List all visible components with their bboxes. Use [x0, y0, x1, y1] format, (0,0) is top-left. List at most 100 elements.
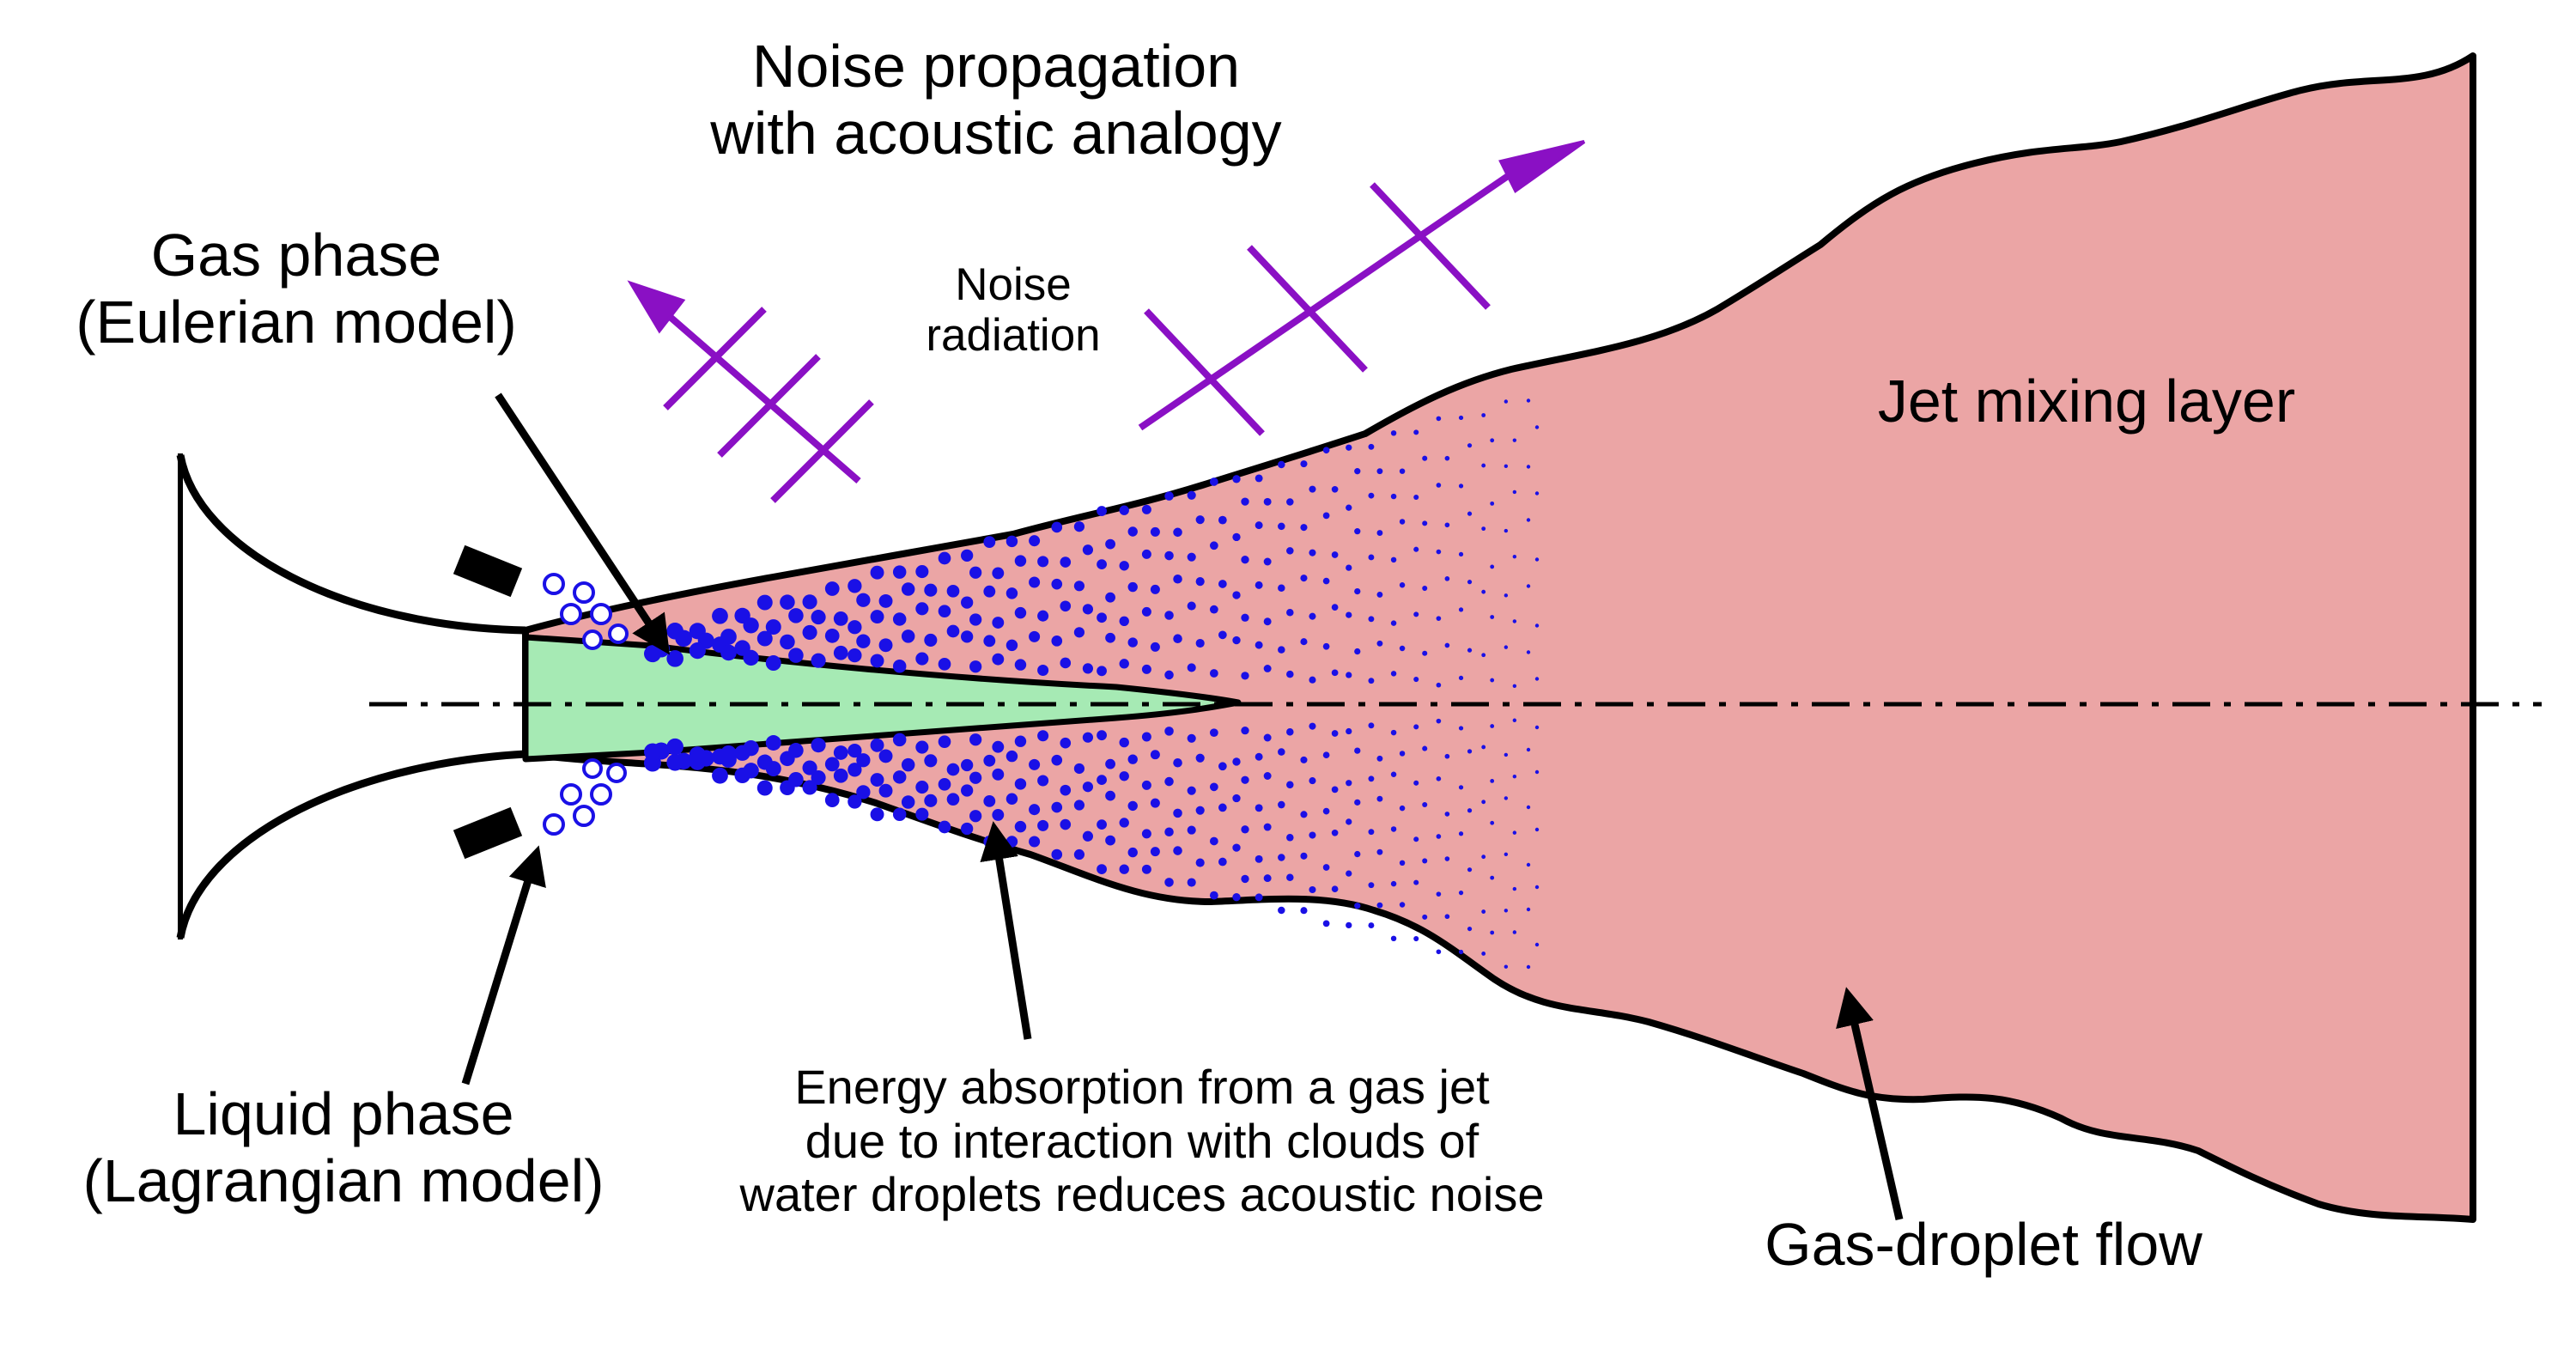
droplet — [1399, 751, 1406, 757]
droplet — [1037, 610, 1049, 622]
droplet — [1164, 827, 1174, 837]
droplet — [1278, 646, 1285, 654]
droplet — [1467, 580, 1473, 585]
droplet — [1490, 564, 1495, 569]
droplet — [1490, 875, 1495, 880]
droplet — [1127, 637, 1138, 648]
droplet — [1195, 806, 1205, 815]
droplet — [824, 793, 840, 807]
droplet — [666, 738, 683, 756]
droplet — [892, 612, 907, 626]
droplet — [1005, 750, 1018, 763]
droplet — [1278, 584, 1285, 593]
droplet — [1119, 864, 1129, 874]
droplet — [983, 585, 996, 598]
droplet — [1399, 519, 1406, 525]
droplet — [1413, 677, 1419, 683]
droplet — [1209, 541, 1218, 550]
droplet — [870, 773, 884, 788]
liquid-phase-label: Liquid phase (Lagrangian model) — [82, 1080, 605, 1215]
droplet — [1150, 847, 1160, 857]
droplet — [1322, 577, 1330, 585]
droplet — [1309, 676, 1316, 684]
droplet — [1286, 873, 1294, 882]
droplet — [992, 809, 1005, 821]
droplet — [924, 583, 938, 597]
droplet — [878, 593, 893, 608]
droplet — [1195, 515, 1205, 525]
droplet — [1209, 891, 1218, 900]
droplet — [1390, 729, 1397, 736]
droplet — [1481, 413, 1486, 417]
droplet — [1534, 425, 1540, 429]
droplet — [743, 739, 759, 757]
droplet — [1187, 786, 1196, 795]
droplet — [1467, 648, 1473, 653]
droplet — [1195, 858, 1205, 867]
droplet — [969, 660, 982, 673]
droplet — [1467, 926, 1473, 932]
droplet — [1187, 663, 1196, 672]
droplet — [848, 794, 862, 809]
droplet — [1436, 834, 1442, 839]
droplet — [1232, 794, 1241, 803]
droplet — [824, 581, 840, 596]
droplet — [1141, 732, 1151, 742]
droplet — [1444, 856, 1450, 861]
droplet — [573, 581, 595, 604]
droplet — [1331, 669, 1339, 677]
droplet — [961, 822, 974, 836]
droplet — [1150, 750, 1160, 760]
droplet — [1037, 775, 1049, 787]
droplet — [1105, 790, 1115, 801]
droplet — [1097, 819, 1107, 830]
droplet — [1322, 751, 1330, 759]
droplet — [1444, 753, 1450, 759]
droplet — [1458, 483, 1464, 489]
droplet — [1037, 556, 1049, 568]
droplet — [870, 738, 884, 752]
droplet — [1141, 780, 1151, 790]
droplet — [1322, 447, 1330, 454]
droplet — [1481, 800, 1486, 805]
droplet — [1490, 615, 1495, 619]
droplet — [802, 780, 817, 795]
droplet — [1467, 443, 1473, 448]
droplet — [848, 763, 862, 777]
droplet — [1481, 745, 1486, 750]
droplet — [788, 648, 804, 663]
droplet — [560, 603, 582, 625]
gas-droplet-flow-label: Gas-droplet flow — [1765, 1211, 2202, 1278]
droplet — [1458, 607, 1464, 612]
droplet — [1060, 784, 1072, 796]
droplet — [961, 758, 974, 772]
droplet — [1444, 576, 1450, 581]
droplet — [848, 744, 862, 758]
droplet — [901, 795, 915, 809]
droplet — [1255, 474, 1263, 483]
droplet — [856, 753, 871, 768]
droplet — [1141, 829, 1151, 839]
droplet — [1309, 831, 1316, 839]
droplet — [1399, 645, 1406, 652]
droplet — [1173, 846, 1182, 855]
droplet — [1368, 492, 1375, 499]
jet-mixing-layer-label: Jet mixing layer — [1877, 368, 2296, 435]
droplet — [1490, 501, 1495, 506]
droplet — [1263, 874, 1272, 883]
droplet — [1073, 521, 1085, 532]
droplet — [1390, 671, 1397, 677]
droplet — [1241, 613, 1249, 622]
droplet — [901, 582, 915, 596]
droplet — [938, 820, 951, 834]
droplet — [1512, 684, 1517, 688]
droplet — [1195, 638, 1205, 648]
droplet — [666, 650, 683, 667]
droplet — [1458, 831, 1464, 836]
droplet — [1051, 521, 1063, 533]
droplet — [915, 807, 929, 821]
droplet — [1346, 504, 1352, 511]
droplet — [1286, 781, 1294, 789]
droplet — [1399, 860, 1406, 867]
droplet — [915, 781, 929, 794]
